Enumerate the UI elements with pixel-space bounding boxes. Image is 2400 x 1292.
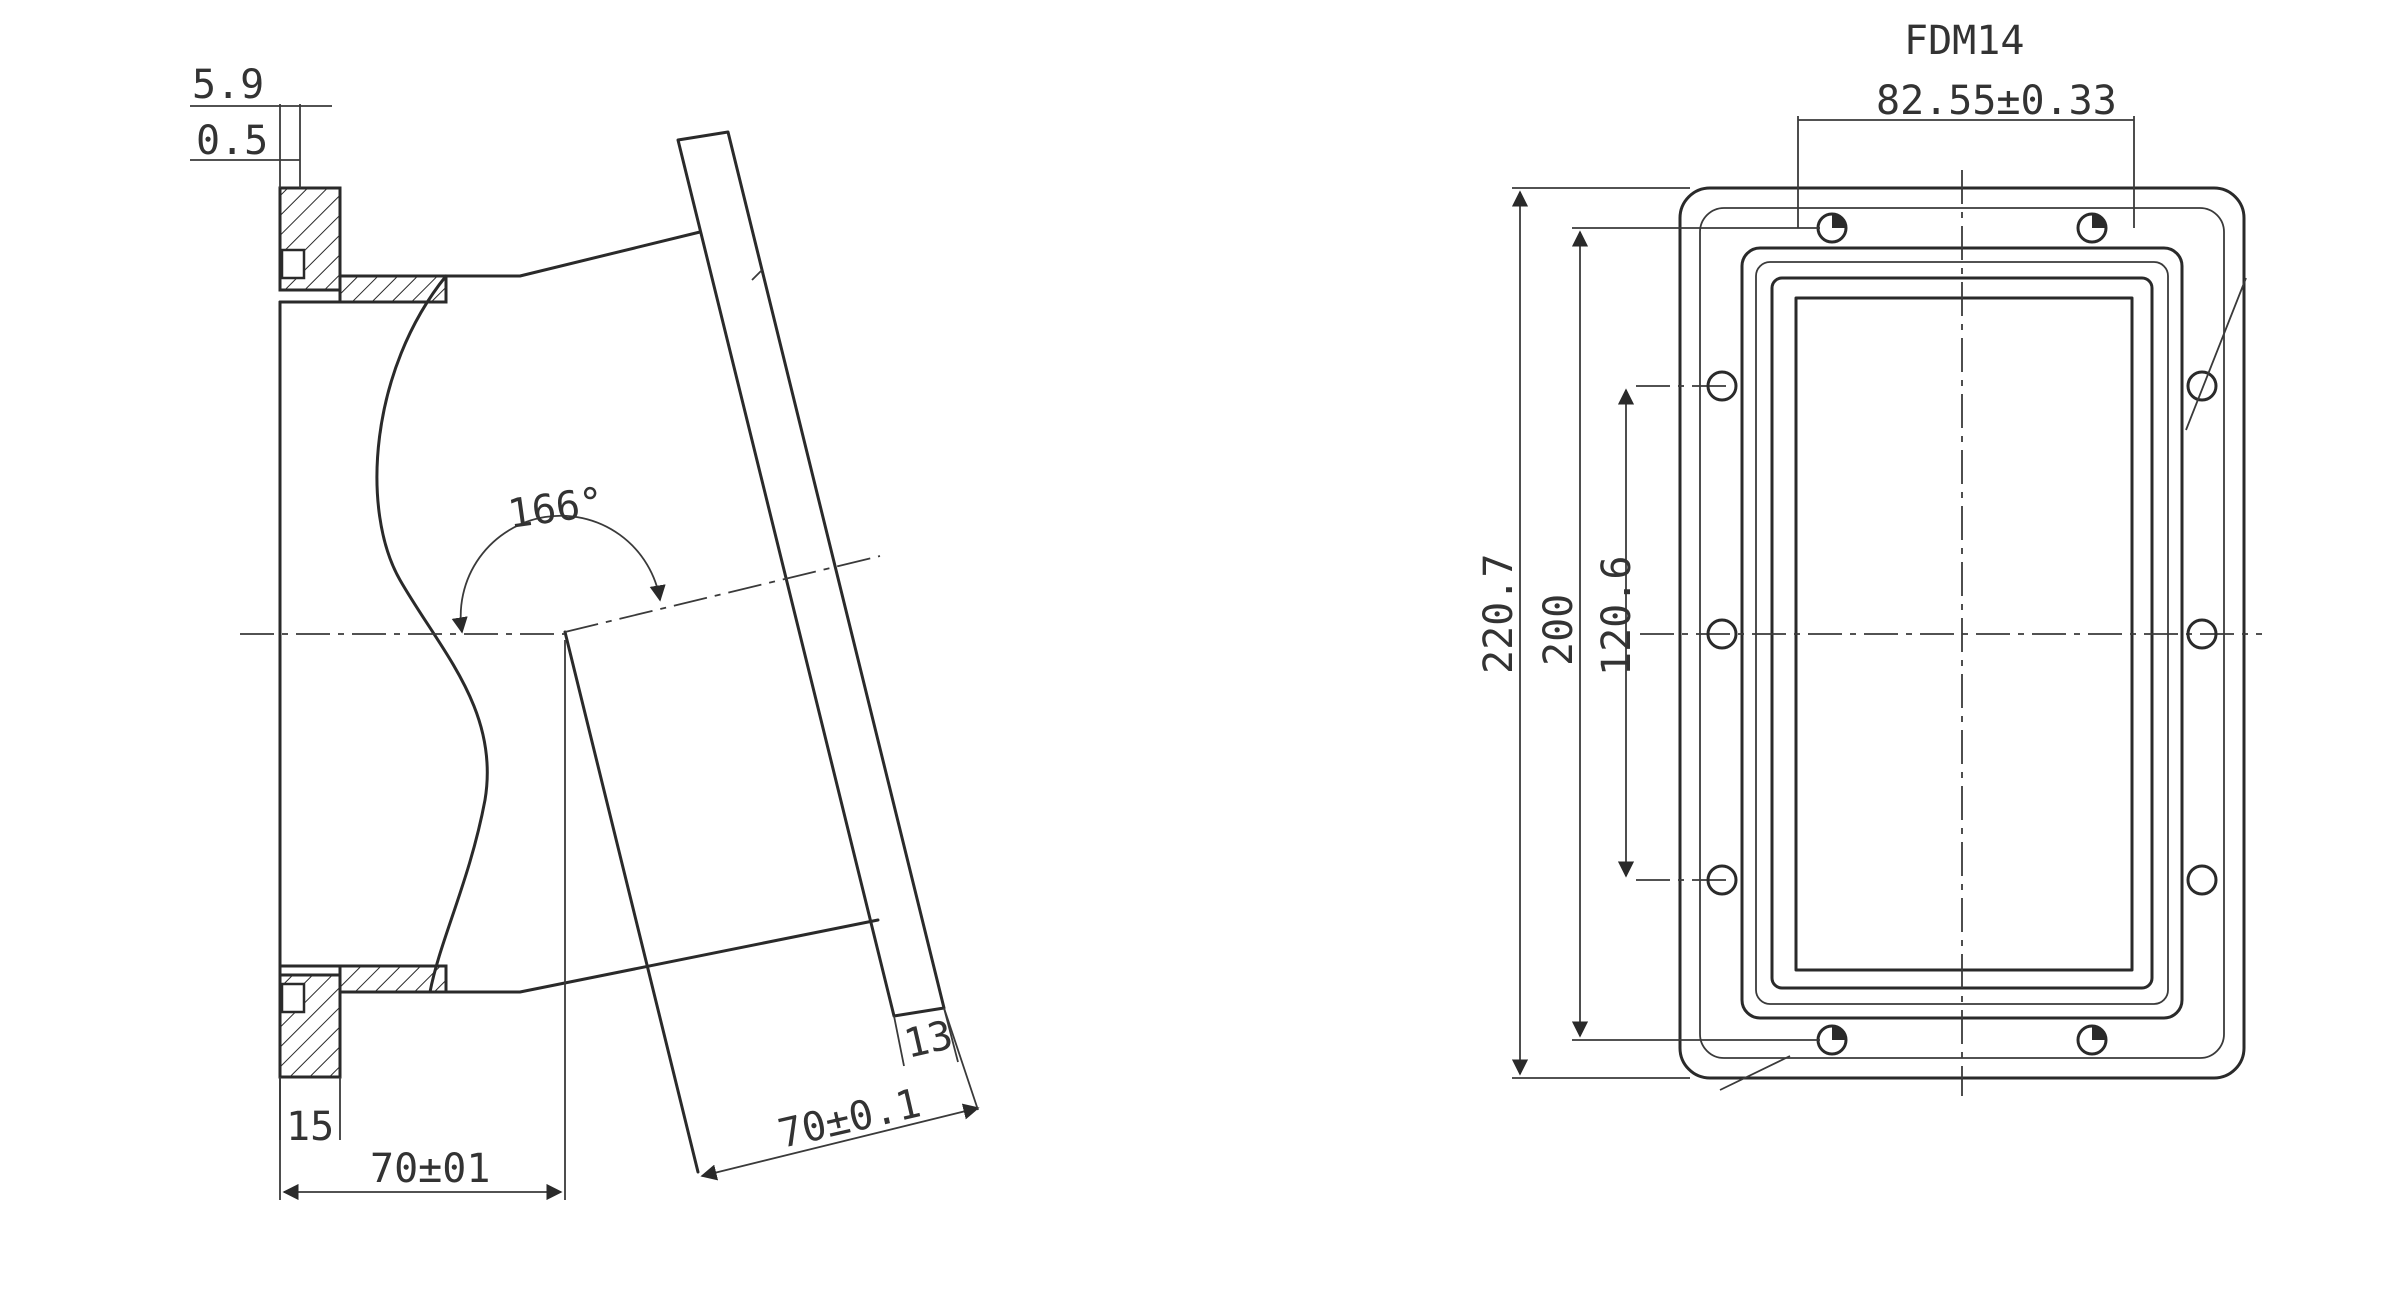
dim-70-tilted — [700, 1007, 980, 1181]
centerline-tilted — [564, 555, 881, 633]
left-flange-top — [278, 186, 448, 304]
bolt-holes — [1706, 212, 2218, 1056]
dim-label-220-7: 220.7 — [1476, 554, 1522, 674]
dim-70-horizontal — [279, 640, 566, 1201]
dim-label-200: 200 — [1536, 594, 1582, 666]
dim-label-120-6: 120.6 — [1594, 556, 1640, 676]
bolt-hole — [1706, 864, 1738, 896]
dim-label-70-horizontal: 70±01 — [370, 1146, 490, 1192]
side-view: 5.9 0.5 166° 15 70±01 70±0.1 13 — [190, 62, 980, 1201]
bolt-hole — [2186, 618, 2218, 650]
dim-13 — [893, 1007, 959, 1067]
part-title: FDM14 — [1904, 18, 2024, 64]
recess-mid — [1755, 261, 2169, 1005]
angle-arc — [451, 514, 666, 634]
dim-label-70-tilted: 70±0.1 — [774, 1080, 925, 1157]
bolt-hole — [2076, 212, 2108, 244]
dim-label-13: 13 — [900, 1012, 957, 1068]
right-flange — [676, 130, 946, 1018]
dim-flange-top — [190, 104, 332, 188]
bolt-hole — [2076, 1024, 2108, 1056]
dim-label-angle: 166° — [505, 479, 607, 538]
bolt-hole — [1706, 370, 1738, 402]
dim-82-55 — [1797, 116, 2135, 228]
dim-220-7 — [1511, 187, 1690, 1079]
leader-line — [2185, 277, 2247, 431]
dim-label-82-55: 82.55±0.33 — [1876, 78, 2117, 124]
bolt-hole — [1816, 1024, 1848, 1056]
dim-label-5-9: 5.9 — [192, 62, 264, 108]
dim-label-0-5: 0.5 — [196, 118, 268, 164]
bolt-hole — [1706, 618, 1738, 650]
left-flange-bottom — [278, 964, 448, 1079]
leader-line — [1719, 1055, 1791, 1091]
elbow-body — [278, 230, 880, 1174]
front-view: FDM14 — [1476, 18, 2262, 1096]
bolt-hole — [2186, 370, 2218, 402]
dim-label-15: 15 — [286, 1104, 334, 1150]
dim-200 — [1571, 227, 1820, 1041]
bolt-hole — [1816, 212, 1848, 244]
bolt-hole — [2186, 864, 2218, 896]
